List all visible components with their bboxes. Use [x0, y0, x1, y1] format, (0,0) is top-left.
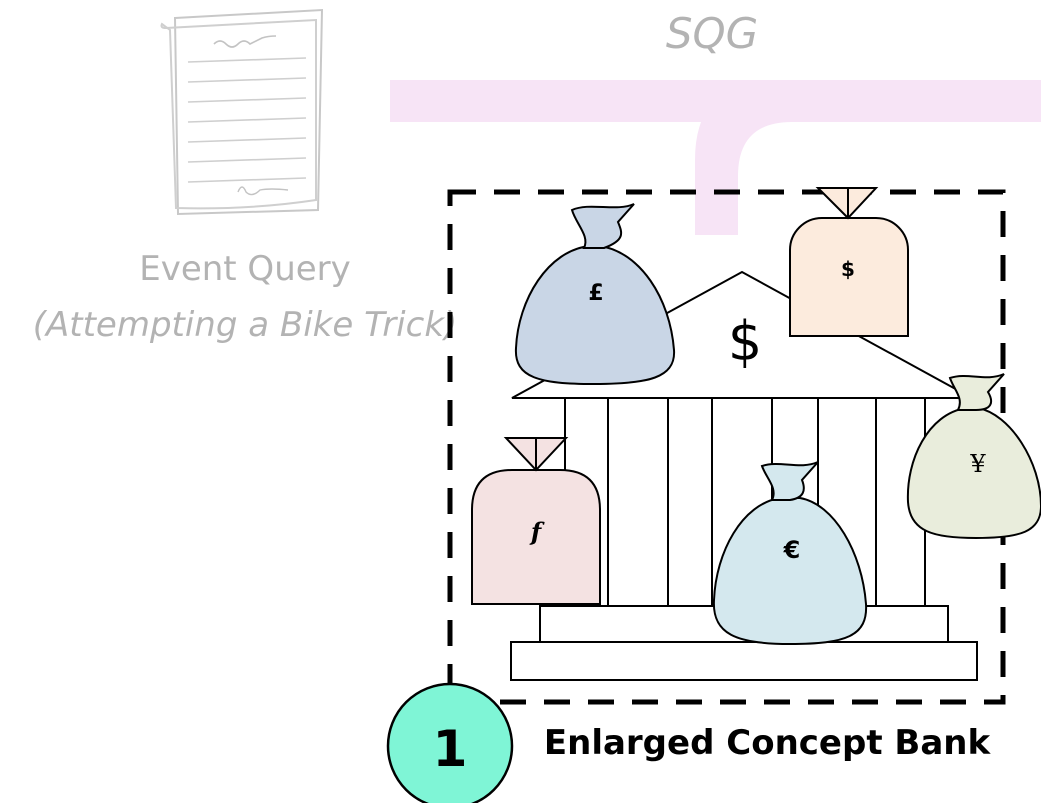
event-query-subtitle: (Attempting a Bike Trick) [33, 305, 458, 345]
florin-bag-icon [471, 437, 601, 605]
yen-bag-symbol: ¥ [969, 450, 986, 478]
document-icon [160, 8, 324, 216]
event-query-title: Event Query [139, 249, 351, 289]
pound-bag-symbol: £ [588, 281, 603, 306]
sqg-connector [390, 80, 1041, 235]
enlarged-concept-bank-label: Enlarged Concept Bank [544, 723, 992, 763]
bank-dollar-sign: $ [728, 310, 762, 373]
pound-bag-icon [514, 203, 676, 386]
dollar-bag-icon [789, 187, 909, 337]
step-number-badge [386, 682, 514, 803]
sqg-label: SQG [666, 9, 758, 58]
euro-bag-symbol: € [783, 536, 801, 564]
dollar-bag-symbol: $ [841, 257, 855, 281]
yen-bag-icon [906, 373, 1041, 540]
florin-bag-symbol: f [529, 517, 545, 546]
euro-bag-icon [712, 461, 868, 646]
step-number: 1 [433, 720, 468, 778]
